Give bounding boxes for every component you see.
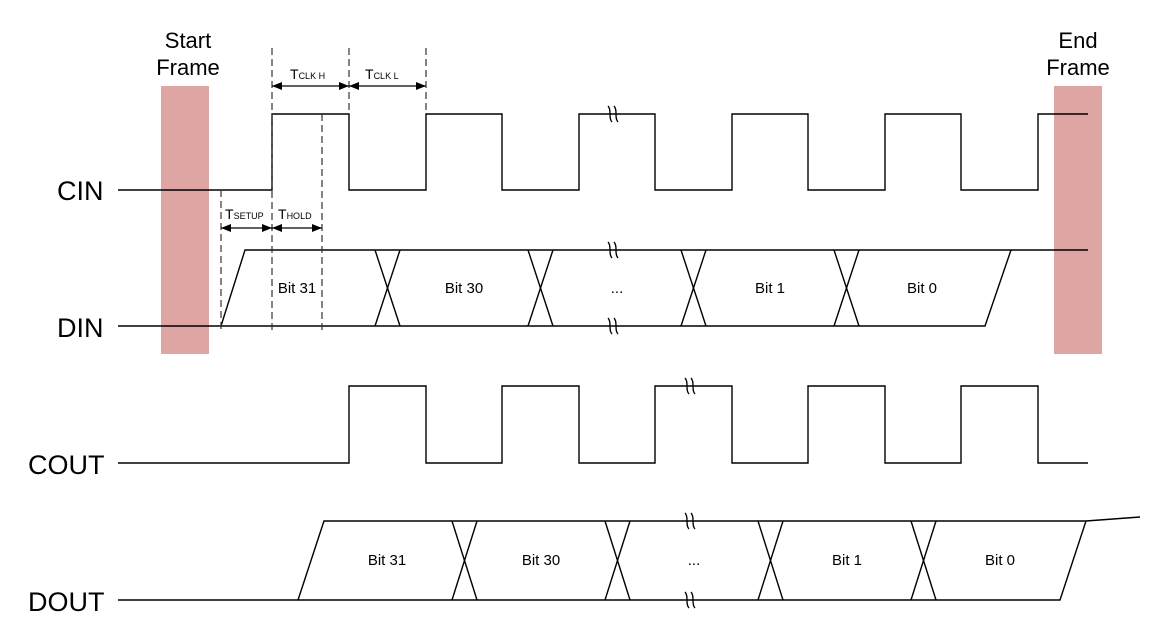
din-signal-label: DIN [57,313,104,343]
dout-waveform [118,516,1141,601]
din-bit-label: Bit 30 [445,280,483,297]
din-bit-label: Bit 31 [278,280,316,297]
din-bit-label: Bit 0 [907,280,937,297]
break-symbol [684,377,696,395]
cin-signal-label: CIN [57,176,104,206]
end-frame-marker [1054,86,1102,354]
tsetup-label: TSETUP [225,206,264,222]
start-frame-marker [161,86,209,354]
end-frame-label-line2: Frame [1046,55,1110,80]
break-symbol [607,105,619,123]
thold-label: THOLD [278,206,312,222]
tclk-low-label: TCLK L [365,66,399,82]
dout-signal-label: DOUT [28,587,105,617]
dout-bit-label: Bit 1 [832,552,862,569]
dout-bit-label: Bit 31 [368,552,406,569]
break-symbol [607,317,619,335]
start-frame-label-line1: Start [165,28,211,53]
timing-reference-lines [220,48,427,330]
break-symbol [607,241,619,259]
dout-bit-label: Bit 30 [522,552,560,569]
dout-bit-label: ... [688,552,701,569]
cout-signal-label: COUT [28,450,105,480]
break-symbol [684,512,696,530]
end-frame-label-line1: End [1058,28,1097,53]
dimension-arrows [221,82,426,232]
din-bit-label: ... [611,280,624,297]
start-frame-label-line2: Frame [156,55,220,80]
din-waveform [118,249,1088,327]
dout-bit-label: Bit 0 [985,552,1015,569]
tclk-high-label: TCLK H [290,66,325,82]
cin-waveform [118,113,1088,191]
break-symbol [684,591,696,609]
cout-waveform [118,385,1088,464]
din-bit-label: Bit 1 [755,280,785,297]
